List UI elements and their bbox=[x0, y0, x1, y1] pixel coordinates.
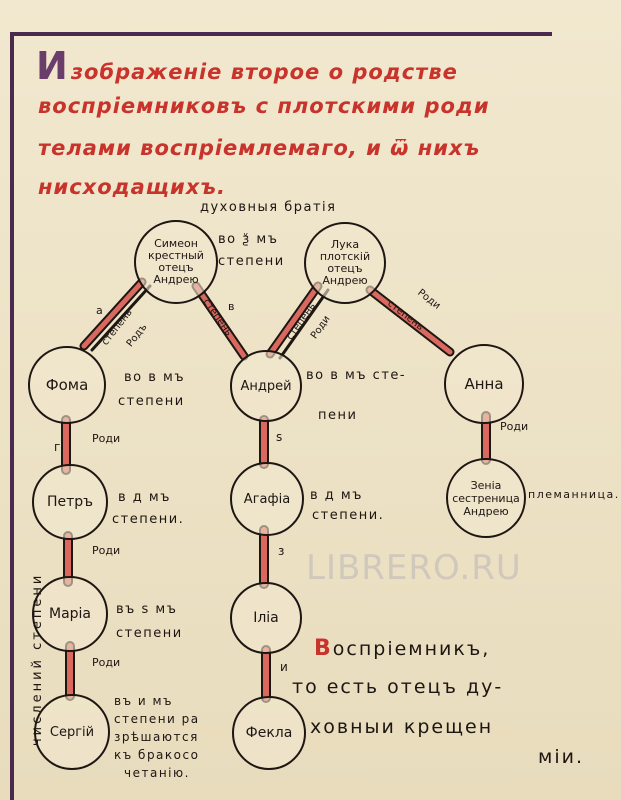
label-plemannitsa: племанница. bbox=[528, 488, 620, 501]
label-degree-2-left: во в мъ bbox=[124, 370, 186, 385]
title-line-2: воспрiемниковъ с плотскими роди bbox=[38, 94, 490, 118]
label-degree-top-b: степени bbox=[218, 254, 285, 269]
label-degree-2-mid: во в мъ сте- bbox=[306, 368, 407, 383]
node-agafia: Агафiа bbox=[230, 462, 304, 536]
label-degree-top: во ѯ мъ bbox=[218, 232, 279, 247]
node-luka: Лука плотскiй отецъ Андрею bbox=[304, 222, 386, 304]
label-degree-2-mid-b: пени bbox=[318, 408, 358, 423]
annot-rodi-petr: Роди bbox=[92, 544, 121, 557]
annot-num-v: в bbox=[228, 300, 235, 313]
note-line-1: Воспрiемникъ, bbox=[314, 636, 490, 661]
node-foma: Фома bbox=[28, 346, 106, 424]
node-petr: Петръ bbox=[32, 464, 108, 540]
note-line-4: мiи. bbox=[538, 746, 584, 768]
title-line-4: нисходащихъ. bbox=[38, 175, 227, 199]
node-maria: Марiа bbox=[32, 576, 108, 652]
note-line-1-text: оспрiемникъ, bbox=[332, 638, 491, 660]
note-line-2: то есть отецъ ду- bbox=[292, 676, 504, 698]
label-degree-8-e: четанiю. bbox=[124, 766, 190, 780]
frame-top-border bbox=[10, 32, 552, 36]
node-ilia: Iлiа bbox=[230, 582, 302, 654]
annot-num-i: и bbox=[280, 660, 288, 674]
label-degree-4-mid-b: степени. bbox=[312, 508, 385, 523]
label-degree-8-c: зрѣшаются bbox=[114, 730, 199, 744]
node-zenia: Зенiа сестреница Андрею bbox=[446, 458, 526, 538]
title-line-1-text: зображенiе второе о родстве bbox=[70, 60, 458, 84]
label-degree-8: въ и мъ bbox=[114, 694, 174, 708]
label-degree-5: въ ѕ мъ bbox=[116, 602, 178, 617]
side-vertical-text: числений степени bbox=[30, 572, 45, 746]
label-degree-5-b: степени bbox=[116, 626, 183, 641]
label-degree-4-left-b: степени. bbox=[112, 512, 185, 527]
annot-num-g: г bbox=[54, 440, 61, 454]
annot-num-z: з bbox=[278, 544, 285, 558]
label-degree-2-left-b: степени bbox=[118, 394, 185, 409]
frame-left-border bbox=[10, 32, 14, 800]
label-degree-4-mid: в д мъ bbox=[310, 488, 363, 503]
title-initial: И bbox=[36, 44, 69, 88]
note-initial: В bbox=[314, 636, 333, 661]
node-andrei: Андрей bbox=[230, 350, 302, 422]
title-line-3: телами воспрiемлемаго, и ѿ нихъ bbox=[38, 136, 481, 160]
node-simeon: Симеон крестный отецъ Андрею bbox=[134, 220, 218, 304]
label-degree-4-left: в д мъ bbox=[118, 490, 171, 505]
node-fekla: Фекла bbox=[232, 696, 306, 770]
label-degree-8-d: къ бракосо bbox=[114, 748, 200, 762]
label-degree-8-b: степени ра bbox=[114, 712, 200, 726]
note-line-3: ховныи крещен bbox=[310, 716, 494, 738]
node-anna: Анна bbox=[444, 344, 524, 424]
annot-rodi-anna-down: Роди bbox=[500, 420, 529, 433]
annot-num-s6: ѕ bbox=[276, 430, 283, 444]
annot-num-a: а bbox=[96, 304, 103, 317]
caption-spiritual-brothers: духовныя братiя bbox=[200, 200, 337, 215]
title-line-1: Изображенiе второе о родстве bbox=[36, 44, 458, 88]
node-sergii: Сергiй bbox=[34, 694, 110, 770]
annot-rodi-foma: Роди bbox=[92, 432, 121, 445]
watermark: LIBRERO.RU bbox=[306, 548, 522, 588]
annot-rodi-maria: Роди bbox=[92, 656, 121, 669]
